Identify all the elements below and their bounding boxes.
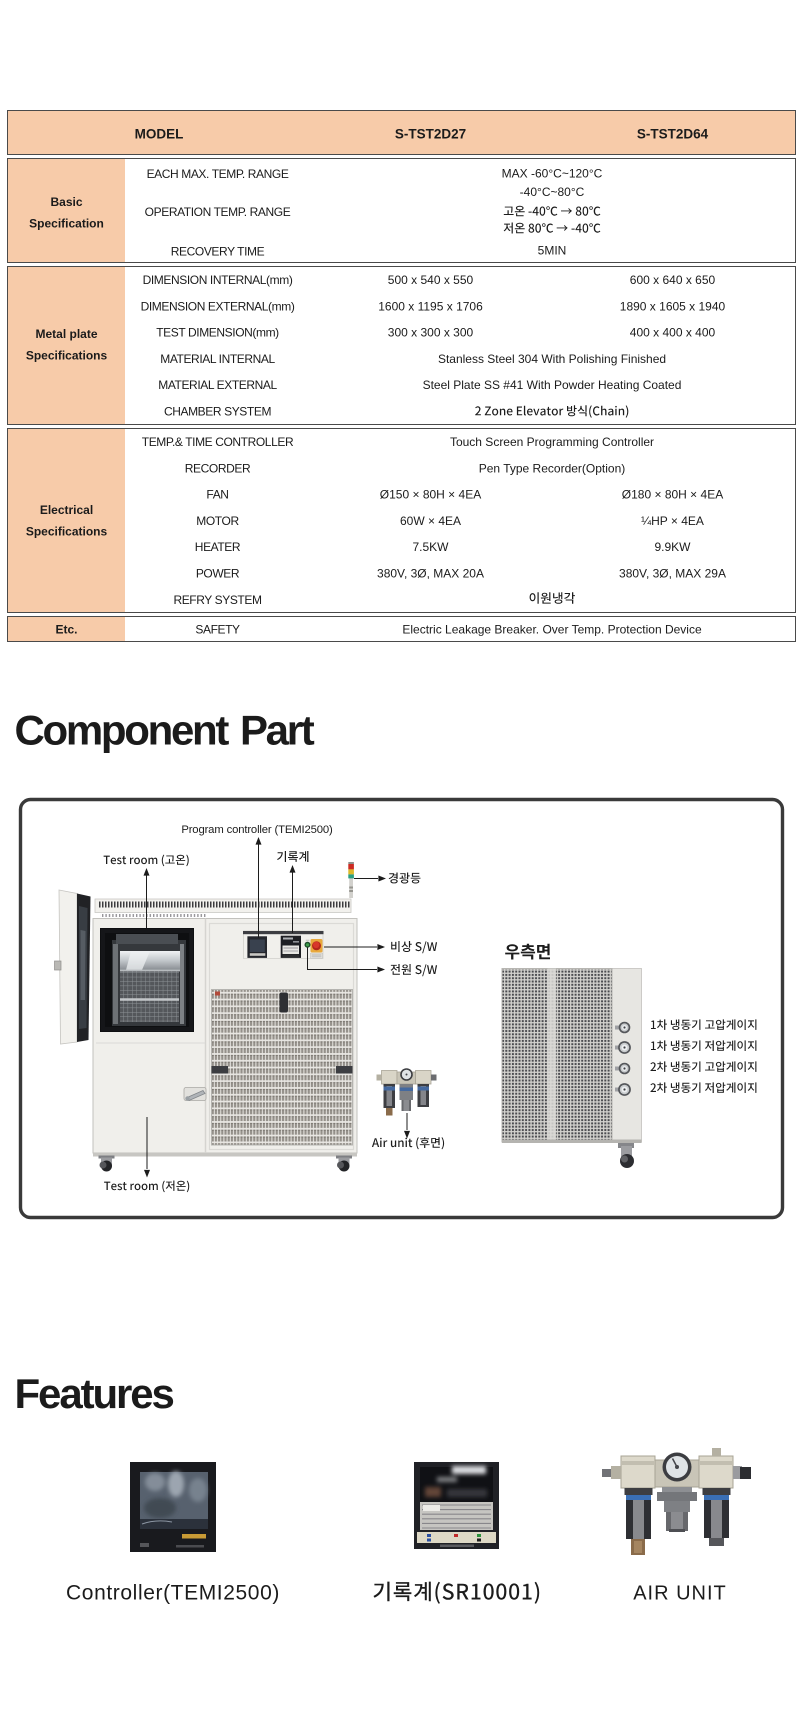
svg-text:7.5KW: 7.5KW <box>412 540 449 554</box>
svg-text:SAFETY: SAFETY <box>195 623 240 637</box>
svg-text:Stanless Steel 304 With Polish: Stanless Steel 304 With Polishing Finish… <box>438 352 666 366</box>
svg-text:Pen Type Recorder(Option): Pen Type Recorder(Option) <box>479 461 626 475</box>
svg-text:60W × 4EA: 60W × 4EA <box>400 514 461 528</box>
svg-text:Component Part: Component Part <box>15 707 315 754</box>
svg-text:1600 x 1195 x 1706: 1600 x 1195 x 1706 <box>378 299 483 313</box>
svg-text:POWER: POWER <box>196 567 240 581</box>
svg-text:S-TST2D27: S-TST2D27 <box>395 127 466 142</box>
svg-text:MODEL: MODEL <box>135 127 184 142</box>
svg-text:380V, 3Ø, MAX 20A: 380V, 3Ø, MAX 20A <box>377 567 484 581</box>
svg-text:Etc.: Etc. <box>55 623 77 637</box>
svg-text:CHAMBER SYSTEM: CHAMBER SYSTEM <box>164 404 271 418</box>
svg-text:EACH MAX. TEMP. RANGE: EACH MAX. TEMP. RANGE <box>147 167 289 181</box>
svg-text:-40°C~80°C: -40°C~80°C <box>520 185 585 199</box>
svg-text:380V, 3Ø, MAX 29A: 380V, 3Ø, MAX 29A <box>619 567 726 581</box>
svg-text:OPERATION TEMP. RANGE: OPERATION TEMP. RANGE <box>145 205 291 219</box>
svg-text:Ø150 × 80H × 4EA: Ø150 × 80H × 4EA <box>380 488 481 502</box>
svg-text:Controller(TEMI2500): Controller(TEMI2500) <box>66 1582 280 1605</box>
svg-text:600 x 640 x 650: 600 x 640 x 650 <box>630 273 716 287</box>
svg-text:¼HP × 4EA: ¼HP × 4EA <box>641 514 704 528</box>
svg-text:S-TST2D64: S-TST2D64 <box>637 127 709 142</box>
svg-text:RECOVERY TIME: RECOVERY TIME <box>171 245 265 259</box>
svg-text:MATERIAL EXTERNAL: MATERIAL EXTERNAL <box>158 378 277 392</box>
svg-text:Ø180 × 80H × 4EA: Ø180 × 80H × 4EA <box>622 488 723 502</box>
svg-text:DIMENSION INTERNAL(mm): DIMENSION INTERNAL(mm) <box>143 273 293 287</box>
svg-text:MATERIAL INTERNAL: MATERIAL INTERNAL <box>160 352 275 366</box>
svg-text:Electric Leakage Breaker. Over: Electric Leakage Breaker. Over Temp. Pro… <box>402 623 702 637</box>
svg-text:Metal plate: Metal plate <box>35 327 97 341</box>
svg-text:Steel Plate SS #41 With Powder: Steel Plate SS #41 With Powder Heating C… <box>423 378 682 392</box>
svg-text:Electrical: Electrical <box>40 503 93 517</box>
svg-text:MAX -60°C~120°C: MAX -60°C~120°C <box>502 167 603 181</box>
svg-text:500 x 540 x 550: 500 x 540 x 550 <box>388 273 474 287</box>
svg-text:Touch Screen Programming Contr: Touch Screen Programming Controller <box>450 435 654 449</box>
svg-text:TEMP.& TIME CONTROLLER: TEMP.& TIME CONTROLLER <box>142 435 294 449</box>
svg-text:Program controller (TEMI2500): Program controller (TEMI2500) <box>181 824 333 836</box>
svg-text:MOTOR: MOTOR <box>196 514 239 528</box>
svg-text:Specification: Specification <box>29 217 104 231</box>
svg-text:TEST DIMENSION(mm): TEST DIMENSION(mm) <box>156 326 279 340</box>
svg-text:AIR UNIT: AIR UNIT <box>633 1583 727 1605</box>
svg-text:REFRY SYSTEM: REFRY SYSTEM <box>173 593 262 607</box>
svg-text:Specifications: Specifications <box>26 525 108 539</box>
svg-text:Specifications: Specifications <box>26 349 108 363</box>
svg-text:9.9KW: 9.9KW <box>654 540 691 554</box>
svg-text:Basic: Basic <box>50 195 82 209</box>
svg-text:Features: Features <box>15 1370 174 1417</box>
svg-text:300 x 300 x 300: 300 x 300 x 300 <box>388 326 474 340</box>
svg-text:FAN: FAN <box>206 488 228 502</box>
svg-text:DIMENSION EXTERNAL(mm): DIMENSION EXTERNAL(mm) <box>141 299 295 313</box>
svg-text:HEATER: HEATER <box>195 540 241 554</box>
svg-text:RECORDER: RECORDER <box>185 461 251 475</box>
svg-text:400 x 400 x 400: 400 x 400 x 400 <box>630 326 716 340</box>
svg-text:1890 x 1605 x 1940: 1890 x 1605 x 1940 <box>620 299 726 313</box>
svg-text:5MIN: 5MIN <box>538 244 567 258</box>
